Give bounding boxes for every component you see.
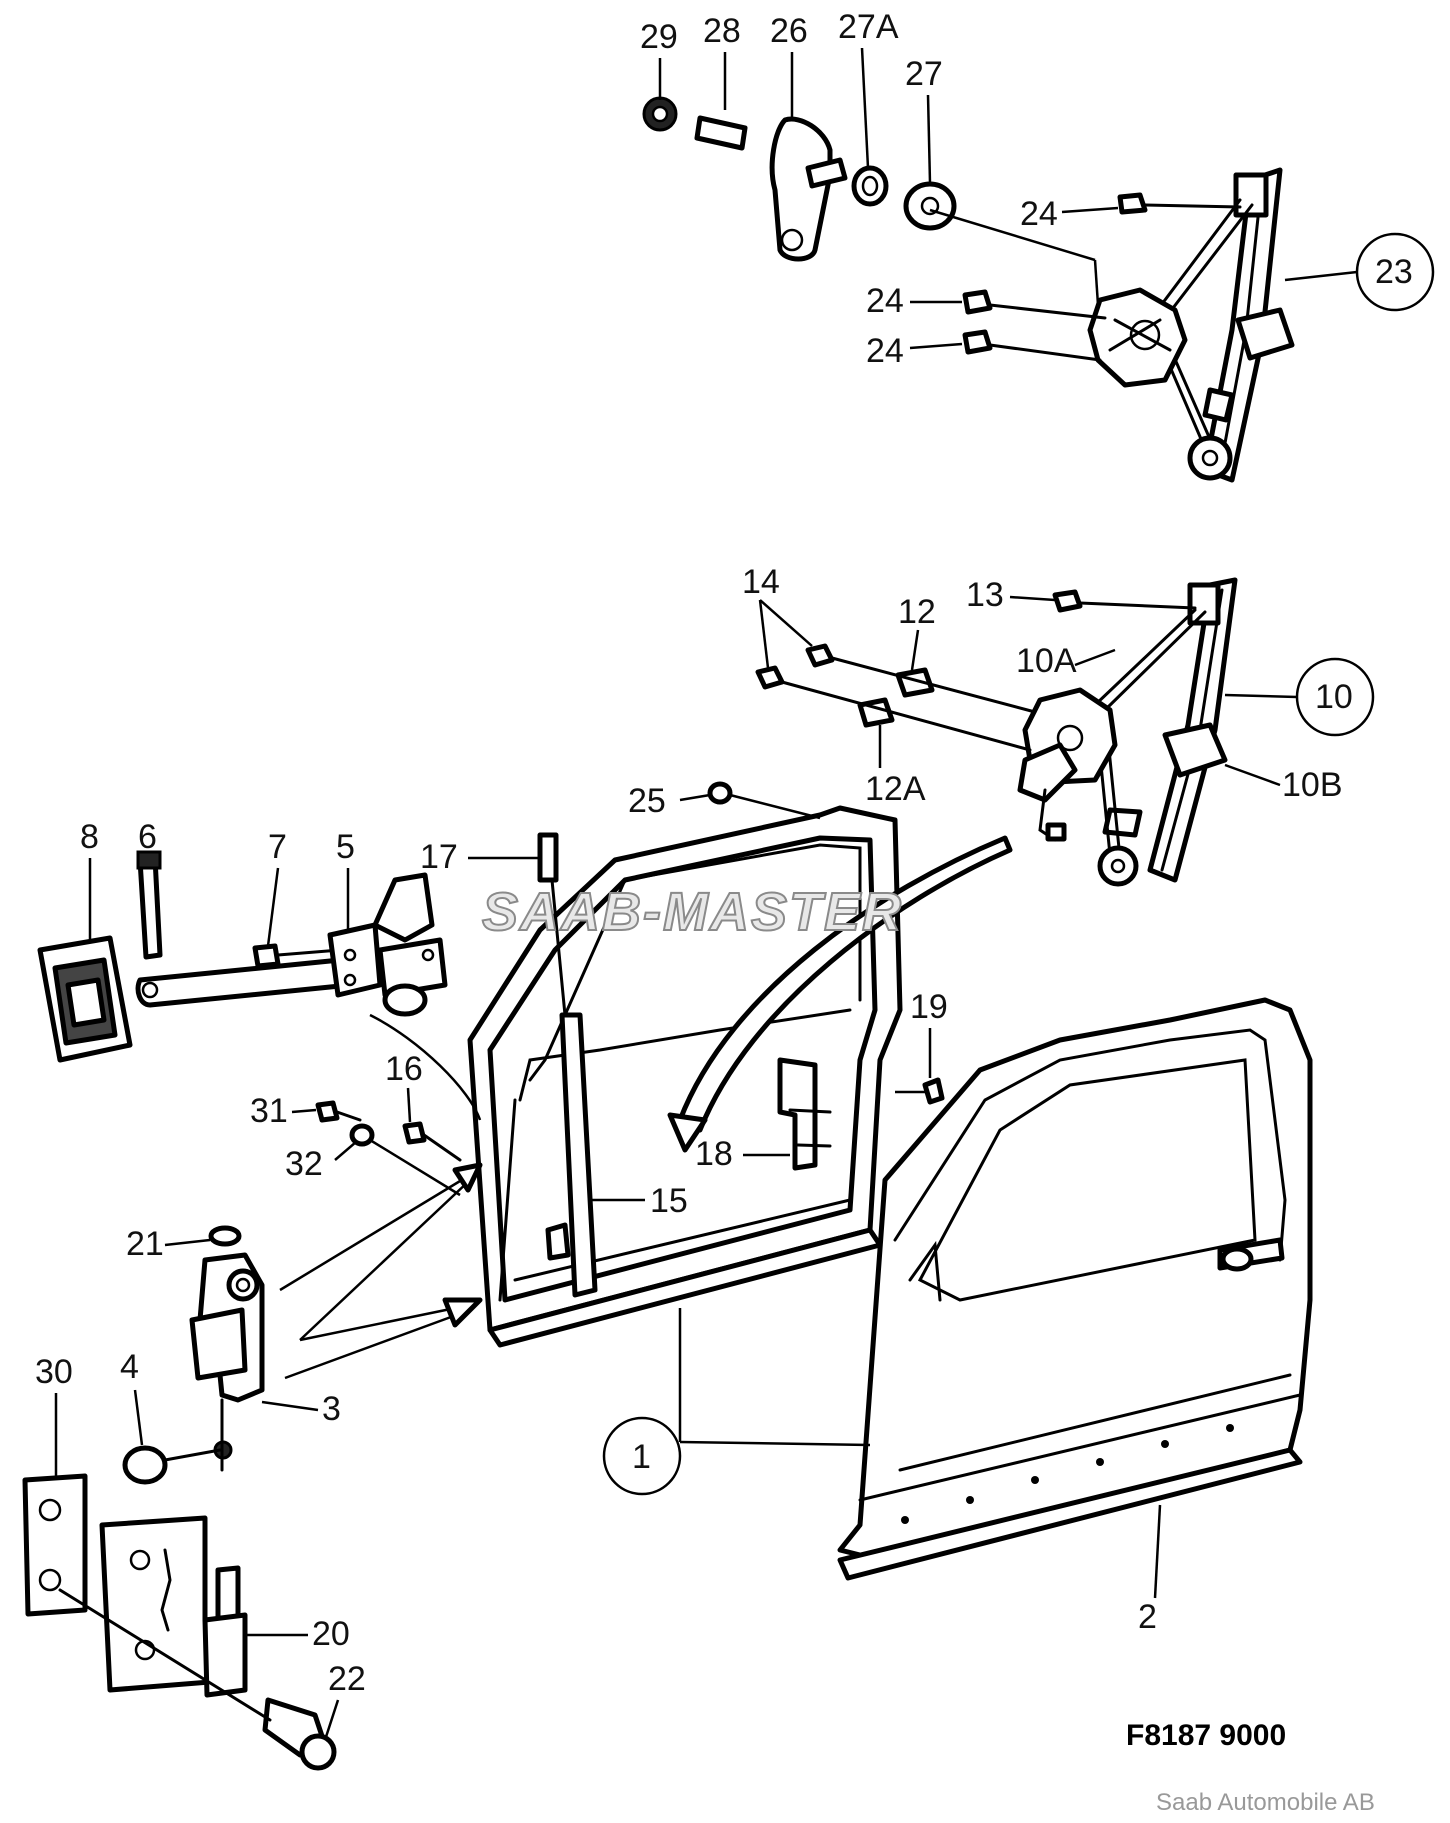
label-26: 26: [770, 12, 808, 50]
label-10B: 10B: [1282, 766, 1343, 804]
label-6: 6: [138, 818, 157, 856]
label-10: 10: [1315, 678, 1353, 716]
label-24-middle: 24: [866, 282, 904, 320]
label-14: 14: [742, 563, 780, 601]
label-10A: 10A: [1016, 642, 1077, 680]
label-20: 20: [312, 1615, 350, 1653]
label-29: 29: [640, 18, 678, 56]
door-hinge-assembly: [22, 1225, 337, 1771]
part-labels: 29 28 26 27A 27 24 24 24 23 14 12 13 10A…: [35, 8, 1435, 1741]
label-4: 4: [120, 1348, 139, 1386]
label-18: 18: [695, 1135, 733, 1173]
credit-text: Saab Automobile AB: [1156, 1789, 1375, 1816]
label-15: 15: [650, 1182, 688, 1220]
figure-code: F8187 9000: [1126, 1719, 1286, 1752]
door-skin-holes: [901, 1424, 1234, 1524]
label-3: 3: [322, 1390, 341, 1428]
callout-circle-1: [602, 1416, 682, 1496]
label-21: 21: [126, 1225, 164, 1263]
label-13: 13: [966, 576, 1004, 614]
label-12: 12: [898, 593, 936, 631]
door-check-assembly: [37, 850, 448, 1063]
label-27A: 27A: [838, 8, 899, 46]
label-17: 17: [420, 838, 458, 876]
label-25: 25: [628, 782, 666, 820]
watermark: SAAB-MASTER: [482, 882, 903, 942]
label-5: 5: [336, 828, 355, 866]
small-fasteners: [315, 781, 945, 1162]
label-30: 30: [35, 1353, 73, 1391]
hinge-leader-arrows: [279, 1013, 483, 1380]
label-23: 23: [1375, 253, 1413, 291]
label-24-upper: 24: [1020, 195, 1058, 233]
window-guide-channel: [537, 832, 598, 1298]
door-skin-outer: [837, 997, 1313, 1581]
label-32: 32: [285, 1145, 323, 1183]
label-24-lower: 24: [866, 332, 904, 370]
lock-bracket: [777, 1057, 832, 1171]
label-16: 16: [385, 1050, 423, 1088]
label-1: 1: [632, 1438, 651, 1476]
label-2: 2: [1138, 1598, 1157, 1636]
window-regulator-electric: [755, 577, 1238, 887]
crank-handle-assembly: [642, 96, 1100, 306]
label-27: 27: [905, 55, 943, 93]
label-12A: 12A: [865, 770, 926, 808]
label-19: 19: [910, 988, 948, 1026]
label-8: 8: [80, 818, 99, 856]
window-regulator-manual: [1087, 167, 1295, 483]
screw-24-set: [962, 192, 1242, 362]
label-22: 22: [328, 1660, 366, 1698]
label-28: 28: [703, 12, 741, 50]
label-7: 7: [268, 828, 287, 866]
label-31: 31: [250, 1092, 288, 1130]
